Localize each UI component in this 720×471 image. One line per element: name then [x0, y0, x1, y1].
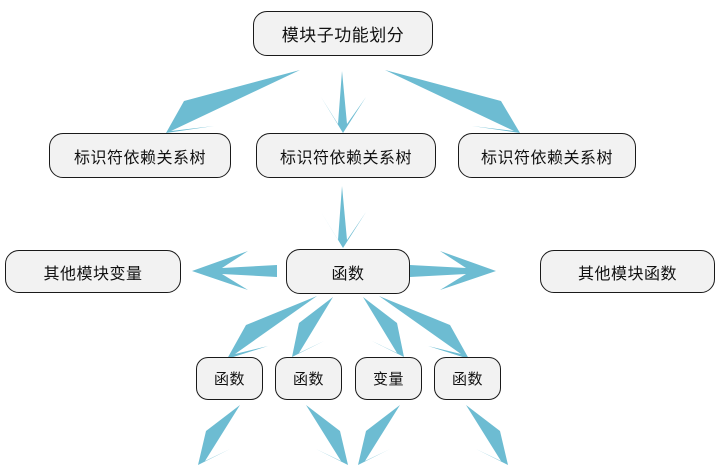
arrow-root-to-tree-center: [321, 71, 366, 133]
arrow-function-to-other-function: [410, 251, 496, 290]
node-function-center[interactable]: 函数: [286, 249, 410, 294]
arrow-tree-center-to-function: [321, 186, 366, 248]
arrow-root-to-tree-right: [385, 70, 520, 133]
node-leaf-3-label: 变量: [372, 372, 404, 388]
arrow-root-to-tree-left: [166, 70, 300, 133]
node-tree-center-label: 标识符依赖关系树: [279, 149, 412, 167]
node-leaf-1-label: 函数: [213, 372, 245, 388]
node-leaf-2-label: 函数: [292, 372, 324, 388]
node-leaf-3[interactable]: 变量: [355, 357, 422, 400]
node-other-module-function[interactable]: 其他模块函数: [540, 250, 715, 293]
node-root-label: 模块子功能划分: [281, 26, 405, 45]
node-other-module-function-label: 其他模块函数: [577, 265, 677, 283]
node-tree-center[interactable]: 标识符依赖关系树: [256, 133, 436, 178]
node-leaf-1[interactable]: 函数: [196, 357, 263, 400]
node-leaf-2[interactable]: 函数: [275, 357, 342, 400]
node-tree-left[interactable]: 标识符依赖关系树: [49, 133, 231, 178]
node-other-module-variable-label: 其他模块变量: [43, 265, 143, 283]
node-tree-left-label: 标识符依赖关系树: [73, 149, 206, 167]
arrow-leaf-2-out: [306, 405, 348, 465]
node-function-center-label: 函数: [331, 265, 365, 283]
arrow-function-to-other-variable: [192, 251, 277, 290]
node-tree-right[interactable]: 标识符依赖关系树: [458, 133, 636, 178]
node-leaf-4[interactable]: 函数: [434, 357, 501, 400]
node-other-module-variable[interactable]: 其他模块变量: [5, 250, 181, 293]
arrow-function-to-leaf-1: [227, 296, 317, 359]
arrow-function-to-leaf-3: [363, 297, 404, 357]
arrow-leaf-3-out: [358, 405, 400, 465]
node-leaf-4-label: 函数: [451, 372, 483, 388]
node-tree-right-label: 标识符依赖关系树: [480, 149, 613, 167]
node-root[interactable]: 模块子功能划分: [253, 11, 433, 56]
arrow-leaf-1-out: [198, 405, 240, 465]
arrow-function-to-leaf-2: [292, 297, 333, 357]
arrow-function-to-leaf-4: [379, 296, 469, 359]
arrow-leaf-4-out: [466, 405, 508, 465]
